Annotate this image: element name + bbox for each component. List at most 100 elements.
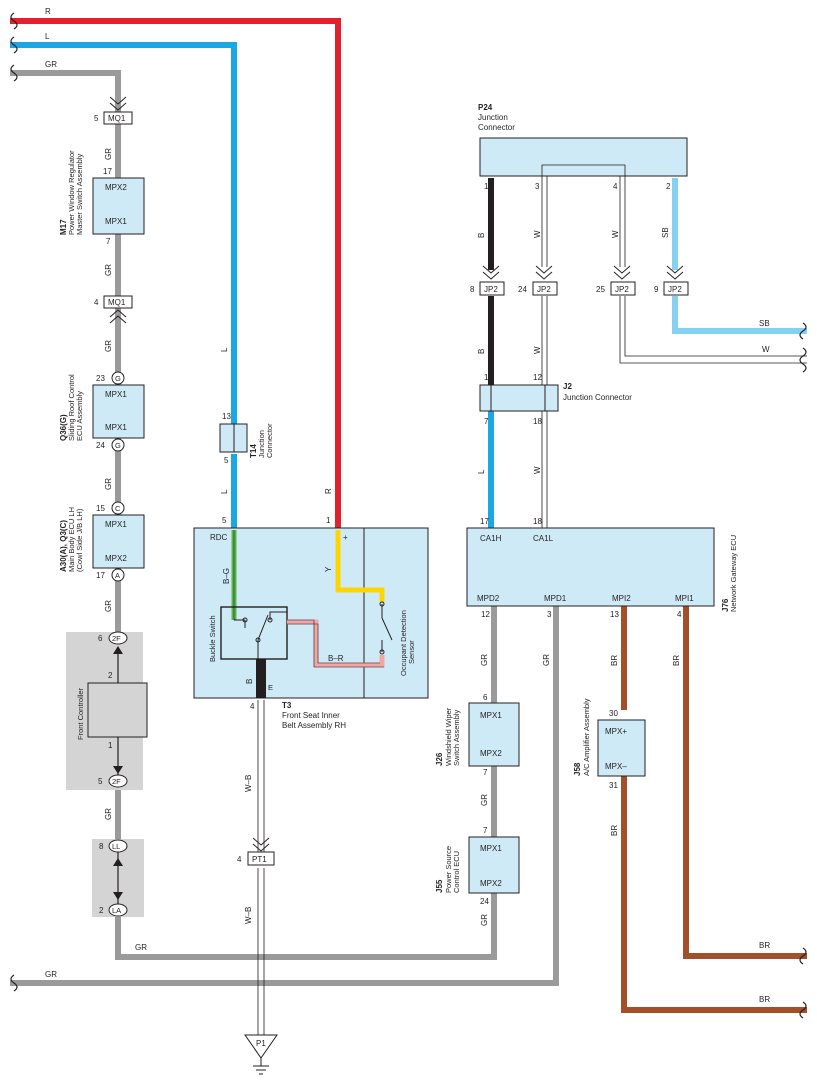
connector-label: C <box>115 504 121 513</box>
connector-label: JP2 <box>537 285 551 294</box>
connector-pin-number: 2 <box>99 906 104 915</box>
component-id: P24 <box>478 103 493 112</box>
pin-number: 18 <box>533 517 542 526</box>
component-id: J26 <box>435 752 444 766</box>
pin-label: MPD1 <box>544 594 567 603</box>
component-id: J76 <box>721 598 730 612</box>
pin-number: 13 <box>610 610 619 619</box>
pin-number: 7 <box>484 417 489 426</box>
pin-label: MPX2 <box>480 749 502 758</box>
label-wire-br2: B–R <box>328 654 344 663</box>
connector-label: G <box>115 441 121 450</box>
component-name: Windshield Wiper <box>444 707 453 766</box>
component-t3: 5 1 RDC + B–G Y Buckle Switch B–R Occupa… <box>193 516 429 730</box>
connector-pin-number: 5 <box>94 114 99 123</box>
connector-label: PT1 <box>252 855 267 864</box>
component-id: J58 <box>573 762 582 776</box>
component-name: Belt Assembly RH <box>282 721 346 730</box>
connector-label: A <box>115 571 120 580</box>
label-wire-r: R <box>324 488 333 494</box>
connector-label: MQ1 <box>108 114 126 123</box>
label-wire-b: B <box>245 679 254 684</box>
pin-number: 23 <box>96 374 105 383</box>
pin-label: MPI2 <box>612 594 631 603</box>
wire-break-symbols <box>10 12 807 1019</box>
connector-pin-number: 8 <box>99 842 104 851</box>
wire-gr-long <box>10 606 559 986</box>
label-wire-br: BR <box>672 655 681 666</box>
connector-pin-number: 6 <box>98 634 103 643</box>
label-wire-wb: W–B <box>244 775 253 792</box>
component-id: T3 <box>282 701 292 710</box>
label-wire-w: W <box>762 345 770 354</box>
label-wire-gr: GR <box>104 478 113 490</box>
pin-number: 3 <box>535 182 540 191</box>
component-label: Buckle Switch <box>208 615 217 662</box>
connector-pin-number: 5 <box>98 777 103 786</box>
component-name: Junction <box>478 113 508 122</box>
connector-label: 2F <box>112 777 121 786</box>
component-q36: G 23 MPX1 MPX1 G 24 Q36(G) Sliding Roof … <box>59 371 145 452</box>
component-name: Network Gateway ECU <box>729 535 738 612</box>
pin-label: MPX2 <box>105 554 127 563</box>
pin-label: MPX2 <box>480 879 502 888</box>
label-wire-w: W <box>533 230 542 238</box>
component-id: J55 <box>435 879 444 893</box>
vertical-wire-labels: GR GR GR GR GR GR L L R B B L W W W W SB… <box>104 148 681 926</box>
label-wire-l: L <box>45 32 50 41</box>
component-id: Q36(G) <box>59 414 68 441</box>
label-wire-br: BR <box>610 655 619 666</box>
component-m17: MPX2 MPX1 17 7 M17 Power Window Regulato… <box>59 150 145 246</box>
pin-number: 17 <box>480 517 489 526</box>
pin-label: MPX1 <box>480 844 502 853</box>
pin-number: 31 <box>609 781 618 790</box>
pin-number: 24 <box>96 441 105 450</box>
component-label: Sensor <box>407 640 416 664</box>
label-wire-gr: GR <box>45 970 57 979</box>
label-wire-sb: SB <box>759 319 770 328</box>
connector-label: MQ1 <box>108 298 126 307</box>
label-wire-br: BR <box>759 941 770 950</box>
component-id: P1 <box>256 1039 266 1048</box>
connector-pin-number: 8 <box>470 285 475 294</box>
label-wire-l: L <box>220 489 229 494</box>
component-j58: MPX+ MPX– 30 31 J58 A/C Amplifier Assemb… <box>573 698 646 790</box>
pin-number: 18 <box>533 417 542 426</box>
connector-pin-number: 24 <box>518 285 527 294</box>
wire-br-j58 <box>621 776 807 1013</box>
component-id: T14 <box>249 444 258 458</box>
label-wire-gr: GR <box>104 600 113 612</box>
wire-gr-top <box>10 70 121 112</box>
component-name: Front Controller <box>76 687 85 740</box>
pin-label: MPX1 <box>105 423 127 432</box>
connector-label: G <box>115 374 121 383</box>
connector-pin-number: 25 <box>596 285 605 294</box>
component-ll-la: LL 8 LA 2 <box>92 839 144 917</box>
label-wire-gr: GR <box>45 60 57 69</box>
label-wire-gr: GR <box>104 264 113 276</box>
component-name: ECU Assembly <box>75 391 84 441</box>
component-j26: MPX1 MPX2 6 7 J26 Windshield Wiper Switc… <box>435 693 520 777</box>
pin-number: 6 <box>483 693 488 702</box>
pin-number: 13 <box>222 412 231 421</box>
pin-label: MPX– <box>605 762 627 771</box>
pin-number: 5 <box>222 516 227 525</box>
label-wire-br: BR <box>610 825 619 836</box>
pin-number: 3 <box>547 610 552 619</box>
pin-number: 7 <box>483 768 488 777</box>
component-j76: 17 18 CA1H CA1L MPD2 MPD1 MPI2 MPI1 12 3… <box>466 517 738 619</box>
component-id: J2 <box>563 382 572 391</box>
connector-pt1: PT1 4 <box>237 837 275 866</box>
label-wire-gr: GR <box>480 914 489 926</box>
component-front-controller: Front Controller 2 1 2F 6 2F 5 <box>66 631 148 790</box>
label-wire-bg: B–G <box>222 568 231 584</box>
connector-mq1-bottom: MQ1 4 <box>94 295 133 324</box>
component-name: Power Window Regulator <box>67 150 76 235</box>
pin-label: CA1L <box>533 534 554 543</box>
component-name: (Cowl Side J/B LH) <box>75 508 84 572</box>
pin-label: MPX2 <box>105 183 127 192</box>
pin-number: 4 <box>250 702 255 711</box>
label-wire-l: L <box>477 469 486 474</box>
component-id: M17 <box>59 219 68 235</box>
component-name: Junction Connector <box>563 393 632 402</box>
